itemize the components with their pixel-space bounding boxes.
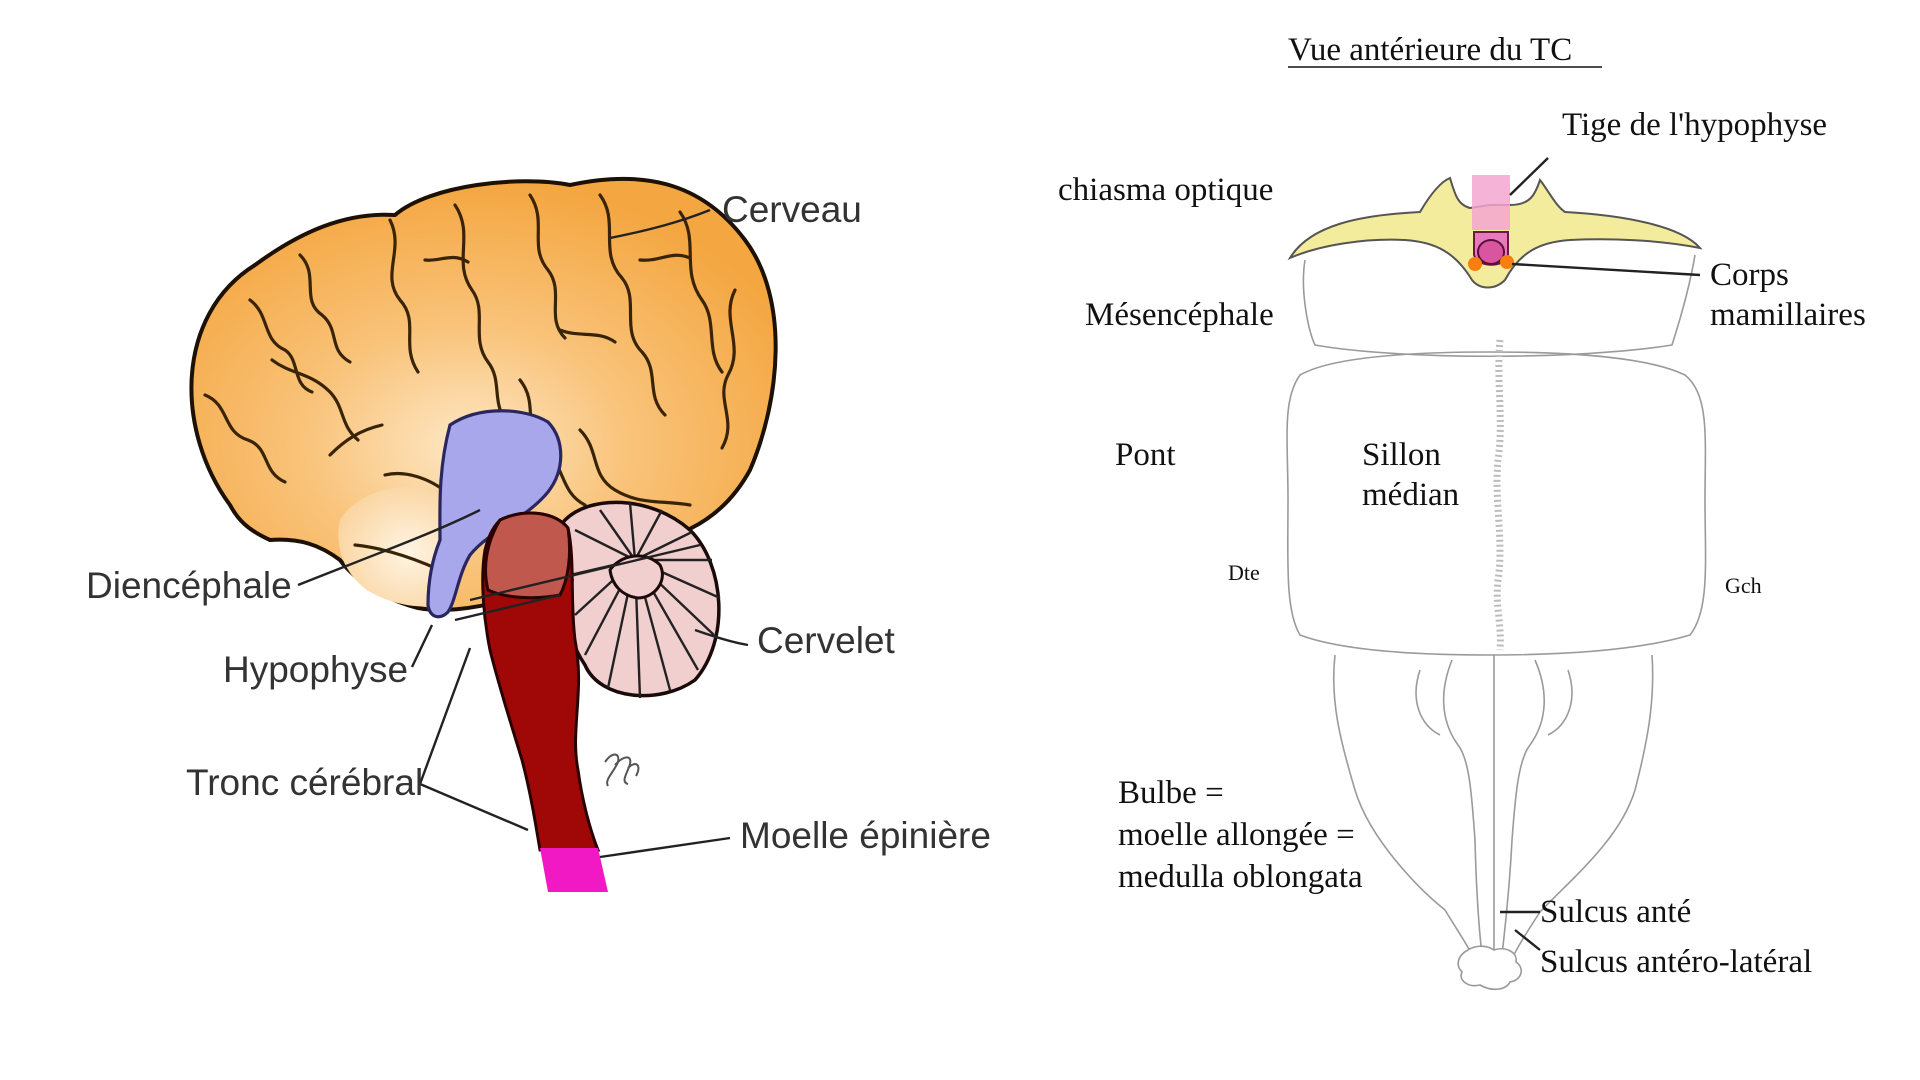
artist-signature <box>605 755 638 787</box>
label-sulcus-antero: Sulcus antéro-latéral <box>1540 944 1812 980</box>
label-hypophyse: Hypophyse <box>223 649 408 690</box>
brainstem-anterior-diagram: Vue antérieure du TC Tige de l'h <box>1058 32 1866 989</box>
stalk-section <box>1478 240 1504 264</box>
diagram-title: Vue antérieure du TC <box>1288 32 1572 68</box>
cerebellum <box>557 502 720 698</box>
moelle-leader <box>600 838 730 857</box>
pituitary-stalk <box>1472 175 1510 230</box>
label-sulcus-ante: Sulcus anté <box>1540 894 1691 930</box>
label-bulbe-3: medulla oblongata <box>1118 859 1363 895</box>
pyramid-right <box>1502 660 1544 955</box>
olive-right <box>1548 670 1572 735</box>
label-corps-1: Corps <box>1710 257 1789 293</box>
label-bulbe-1: Bulbe = <box>1118 775 1224 811</box>
label-sillon-1: Sillon <box>1362 437 1441 473</box>
olive-left <box>1416 670 1440 735</box>
label-bulbe-2: moelle allongée = <box>1118 817 1355 853</box>
mamillary-body-left <box>1468 257 1482 271</box>
spinal-cord <box>540 848 608 892</box>
spinal-cord-cut <box>1458 946 1521 989</box>
label-cerveau: Cerveau <box>722 189 862 230</box>
mamillary-body-right <box>1500 255 1514 269</box>
label-tronc: Tronc cérébral <box>186 762 423 803</box>
label-sillon-2: médian <box>1362 477 1459 513</box>
corps-leader <box>1512 264 1700 275</box>
pyramid-left <box>1444 660 1482 955</box>
pons <box>1287 352 1706 655</box>
lateral-brain-diagram: Cerveau Diencéphale Hypophyse Cervelet T… <box>86 179 991 892</box>
label-pont: Pont <box>1115 437 1176 473</box>
label-gch: Gch <box>1725 573 1762 598</box>
median-sulcus <box>1497 340 1500 650</box>
label-corps-2: mamillaires <box>1710 297 1866 333</box>
label-dte: Dte <box>1228 560 1260 585</box>
label-moelle: Moelle épinière <box>740 815 991 856</box>
label-diencephale: Diencéphale <box>86 565 292 606</box>
hypophyse-leader <box>412 625 432 667</box>
label-chiasma: chiasma optique <box>1058 172 1273 208</box>
label-cervelet: Cervelet <box>757 620 895 661</box>
label-mesencephale: Mésencéphale <box>1085 297 1274 333</box>
label-tige: Tige de l'hypophyse <box>1562 107 1827 143</box>
